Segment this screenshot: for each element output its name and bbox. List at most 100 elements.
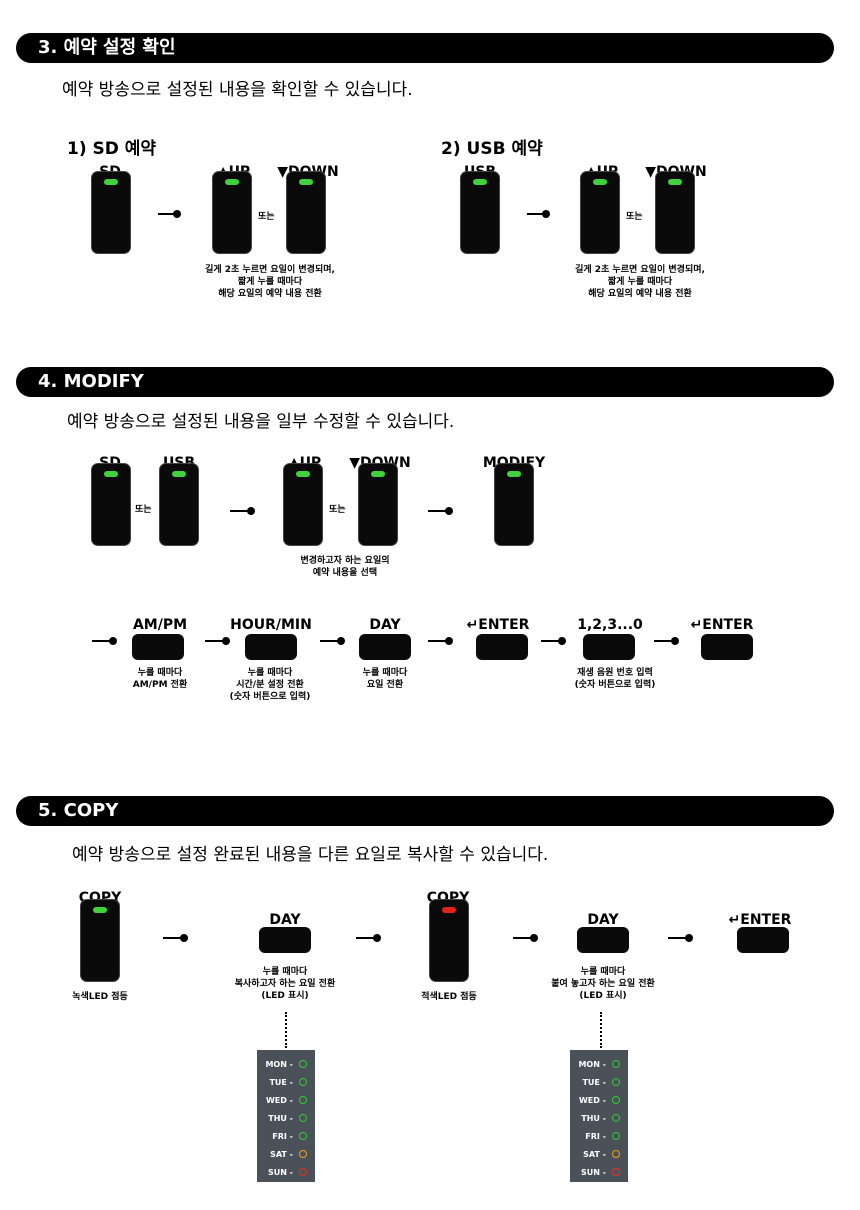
day-led-label: MON - <box>265 1060 293 1069</box>
section4-description: 예약 방송으로 설정된 내용을 일부 수정할 수 있습니다. <box>67 412 455 432</box>
arrow-icon <box>541 637 566 645</box>
sd-button[interactable] <box>91 463 131 546</box>
day-led-label: FRI - <box>585 1132 606 1141</box>
enter-button[interactable] <box>701 634 753 660</box>
arrow-icon <box>320 637 345 645</box>
usb-reservation-title: 2) USB 예약 <box>441 139 543 159</box>
enter-label: ↵ENTER <box>466 617 530 633</box>
hourmin-button[interactable] <box>245 634 297 660</box>
enter-label: ↵ENTER <box>690 617 754 633</box>
day-led-label: TUE - <box>582 1078 606 1087</box>
section3-description: 예약 방송으로 설정된 내용을 확인할 수 있습니다. <box>62 80 413 100</box>
day-led-label: WED - <box>265 1096 293 1105</box>
enter-label: ↵ENTER <box>728 912 792 928</box>
copy-button[interactable] <box>80 899 120 982</box>
day-led-row: SAT - <box>574 1146 626 1164</box>
day-led-label: THU - <box>581 1114 606 1123</box>
hourmin-label: HOUR/MIN <box>230 617 312 633</box>
arrow-icon <box>230 507 255 515</box>
led-dot-icon <box>612 1114 620 1122</box>
up-button[interactable] <box>283 463 323 546</box>
or-label: 또는 <box>329 505 346 515</box>
led-dot-icon <box>612 1060 620 1068</box>
dotted-connector <box>285 1012 287 1048</box>
ampm-label: AM/PM <box>132 617 188 633</box>
arrow-icon <box>158 210 181 218</box>
led-dot-icon <box>299 1096 307 1104</box>
day-led-row: WED - <box>261 1092 313 1110</box>
day-led-row: SUN - <box>574 1164 626 1182</box>
led-dot-icon <box>612 1150 620 1158</box>
led-dot-icon <box>299 1168 307 1176</box>
led-dot-icon <box>612 1132 620 1140</box>
sd-button[interactable] <box>91 171 131 254</box>
day-led-row: SAT - <box>261 1146 313 1164</box>
up-button[interactable] <box>212 171 252 254</box>
led-dot-icon <box>612 1168 620 1176</box>
or-label: 또는 <box>135 505 152 515</box>
day-label: DAY <box>587 912 619 928</box>
arrow-icon <box>527 210 550 218</box>
up-button[interactable] <box>580 171 620 254</box>
copy-green-note: 녹색LED 점등 <box>72 992 128 1002</box>
number-note: 재생 음원 번호 입력(숫자 버튼으로 입력) <box>574 668 656 690</box>
enter-button[interactable] <box>737 927 789 953</box>
enter-button[interactable] <box>476 634 528 660</box>
arrow-icon <box>654 637 679 645</box>
section5-header: 5. COPY <box>16 796 834 826</box>
down-button[interactable] <box>655 171 695 254</box>
led-dot-icon <box>299 1150 307 1158</box>
day-led-row: TUE - <box>261 1074 313 1092</box>
led-dot-icon <box>299 1078 307 1086</box>
number-label: 1,2,3...0 <box>577 617 643 633</box>
day-led-row: SUN - <box>261 1164 313 1182</box>
copy-button[interactable] <box>429 899 469 982</box>
down-button[interactable] <box>358 463 398 546</box>
day-led-row: MON - <box>574 1056 626 1074</box>
section4-header: 4. MODIFY <box>16 367 834 397</box>
led-dot-icon <box>612 1096 620 1104</box>
day-led-label: SAT - <box>270 1150 293 1159</box>
arrow-icon <box>92 637 117 645</box>
or-label: 또는 <box>258 212 275 222</box>
day-led-row: THU - <box>574 1110 626 1128</box>
day-led-row: FRI - <box>261 1128 313 1146</box>
day-led-label: SUN - <box>580 1168 606 1177</box>
day-led-label: FRI - <box>272 1132 293 1141</box>
led-dot-icon <box>299 1132 307 1140</box>
day-led-row: FRI - <box>574 1128 626 1146</box>
or-label: 또는 <box>626 212 643 222</box>
day-button[interactable] <box>359 634 411 660</box>
arrow-icon <box>428 637 453 645</box>
section3-header: 3. 예약 설정 확인 <box>16 33 834 63</box>
section5-description: 예약 방송으로 설정 완료된 내용을 다른 요일로 복사할 수 있습니다. <box>72 845 549 865</box>
day-button[interactable] <box>577 927 629 953</box>
day-led-label: TUE - <box>269 1078 293 1087</box>
usb-button[interactable] <box>460 171 500 254</box>
day-label: DAY <box>269 912 301 928</box>
led-dot-icon <box>299 1060 307 1068</box>
day-led-label: WED - <box>578 1096 606 1105</box>
number-button[interactable] <box>583 634 635 660</box>
down-button[interactable] <box>286 171 326 254</box>
usb-button[interactable] <box>159 463 199 546</box>
day-led-label: SAT - <box>583 1150 606 1159</box>
arrow-icon <box>356 934 381 942</box>
day-led-label: THU - <box>268 1114 293 1123</box>
day-led-row: WED - <box>574 1092 626 1110</box>
day-label: DAY <box>369 617 401 633</box>
day-button[interactable] <box>259 927 311 953</box>
day-led-row: THU - <box>261 1110 313 1128</box>
ampm-button[interactable] <box>132 634 184 660</box>
modify-button[interactable] <box>494 463 534 546</box>
arrow-icon <box>428 507 453 515</box>
day-led-row: TUE - <box>574 1074 626 1092</box>
day-led-label: SUN - <box>267 1168 293 1177</box>
